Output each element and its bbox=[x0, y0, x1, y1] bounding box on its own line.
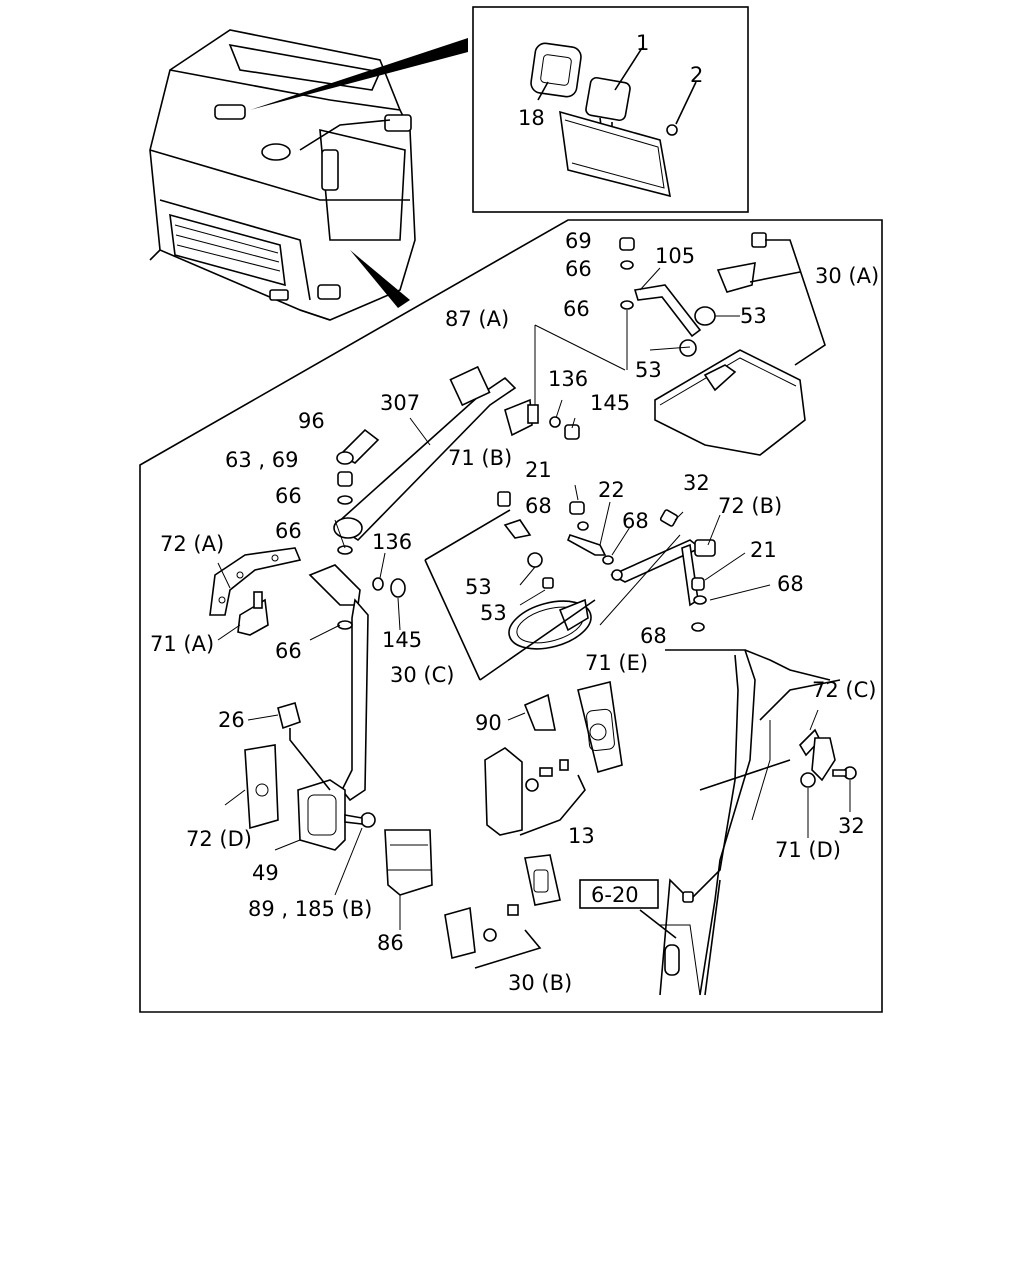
label-105: 105 bbox=[655, 244, 695, 268]
mirror-30a bbox=[654, 232, 826, 456]
label-53-d: 53 bbox=[480, 601, 507, 625]
reference-box-label: 6-20 bbox=[591, 883, 639, 907]
label-66-d: 66 bbox=[275, 519, 302, 543]
label-30b: 30 (B) bbox=[508, 971, 572, 995]
label-1: 1 bbox=[636, 31, 649, 55]
label-89-185b: 89 , 185 (B) bbox=[248, 897, 372, 921]
label-96: 96 bbox=[298, 409, 325, 433]
label-69: 69 bbox=[565, 229, 592, 253]
label-2: 2 bbox=[690, 63, 703, 87]
bracket-72c-71d bbox=[699, 728, 857, 791]
label-68-c: 68 bbox=[777, 572, 804, 596]
label-68-a: 68 bbox=[525, 494, 552, 518]
label-72c: 72 (C) bbox=[812, 678, 876, 702]
reference-box: 6-20 bbox=[579, 879, 677, 939]
inset-mirror-detail bbox=[472, 6, 749, 213]
label-53-c: 53 bbox=[465, 575, 492, 599]
label-68-d: 68 bbox=[640, 624, 667, 648]
lamp-13 bbox=[484, 681, 623, 836]
label-136-b: 136 bbox=[372, 530, 412, 554]
detail-frame bbox=[139, 219, 883, 1013]
label-145-a: 145 bbox=[590, 391, 630, 415]
label-71d: 71 (D) bbox=[775, 838, 841, 862]
label-87a: 87 (A) bbox=[445, 307, 509, 331]
mirror-30b bbox=[444, 854, 561, 969]
bulb-96 bbox=[336, 428, 380, 465]
truck-cab-illustration bbox=[149, 29, 468, 321]
label-71b: 71 (B) bbox=[448, 446, 512, 470]
base-49 bbox=[244, 702, 376, 851]
label-71a: 71 (A) bbox=[150, 632, 214, 656]
label-53-a: 53 bbox=[740, 304, 767, 328]
label-66-b: 66 bbox=[563, 297, 590, 321]
label-32-b: 32 bbox=[838, 814, 865, 838]
label-307: 307 bbox=[380, 391, 420, 415]
label-30a: 30 (A) bbox=[815, 264, 879, 288]
label-22: 22 bbox=[598, 478, 625, 502]
label-72a: 72 (A) bbox=[160, 532, 224, 556]
label-63-69: 63 , 69 bbox=[225, 448, 298, 472]
arm-71e bbox=[610, 509, 716, 632]
stay-105 bbox=[633, 284, 716, 357]
label-72d: 72 (D) bbox=[186, 827, 252, 851]
arm-lower bbox=[308, 471, 406, 802]
label-68-b: 68 bbox=[622, 509, 649, 533]
stays-21-22-68 bbox=[566, 501, 614, 565]
label-26: 26 bbox=[218, 708, 245, 732]
label-136-a: 136 bbox=[548, 367, 588, 391]
label-86: 86 bbox=[377, 931, 404, 955]
label-21-a: 21 bbox=[525, 458, 552, 482]
label-53-b: 53 bbox=[635, 358, 662, 382]
bracket-72a bbox=[209, 547, 302, 636]
label-90: 90 bbox=[475, 711, 502, 735]
label-66-e: 66 bbox=[275, 639, 302, 663]
label-30c: 30 (C) bbox=[390, 663, 454, 687]
door-pillar bbox=[659, 649, 841, 996]
nut-washer-69-66 bbox=[619, 237, 635, 370]
label-13: 13 bbox=[568, 824, 595, 848]
label-66-a: 66 bbox=[565, 257, 592, 281]
label-32-a: 32 bbox=[683, 471, 710, 495]
label-145-b: 145 bbox=[382, 628, 422, 652]
arm-307 bbox=[333, 365, 580, 542]
label-71e: 71 (E) bbox=[585, 651, 648, 675]
label-66-c: 66 bbox=[275, 484, 302, 508]
label-18: 18 bbox=[518, 106, 545, 130]
label-21-b: 21 bbox=[750, 538, 777, 562]
label-72b: 72 (B) bbox=[718, 494, 782, 518]
label-49: 49 bbox=[252, 861, 279, 885]
leader-lines bbox=[217, 267, 851, 930]
mirror-30c bbox=[424, 491, 596, 681]
cover-86 bbox=[384, 829, 433, 896]
